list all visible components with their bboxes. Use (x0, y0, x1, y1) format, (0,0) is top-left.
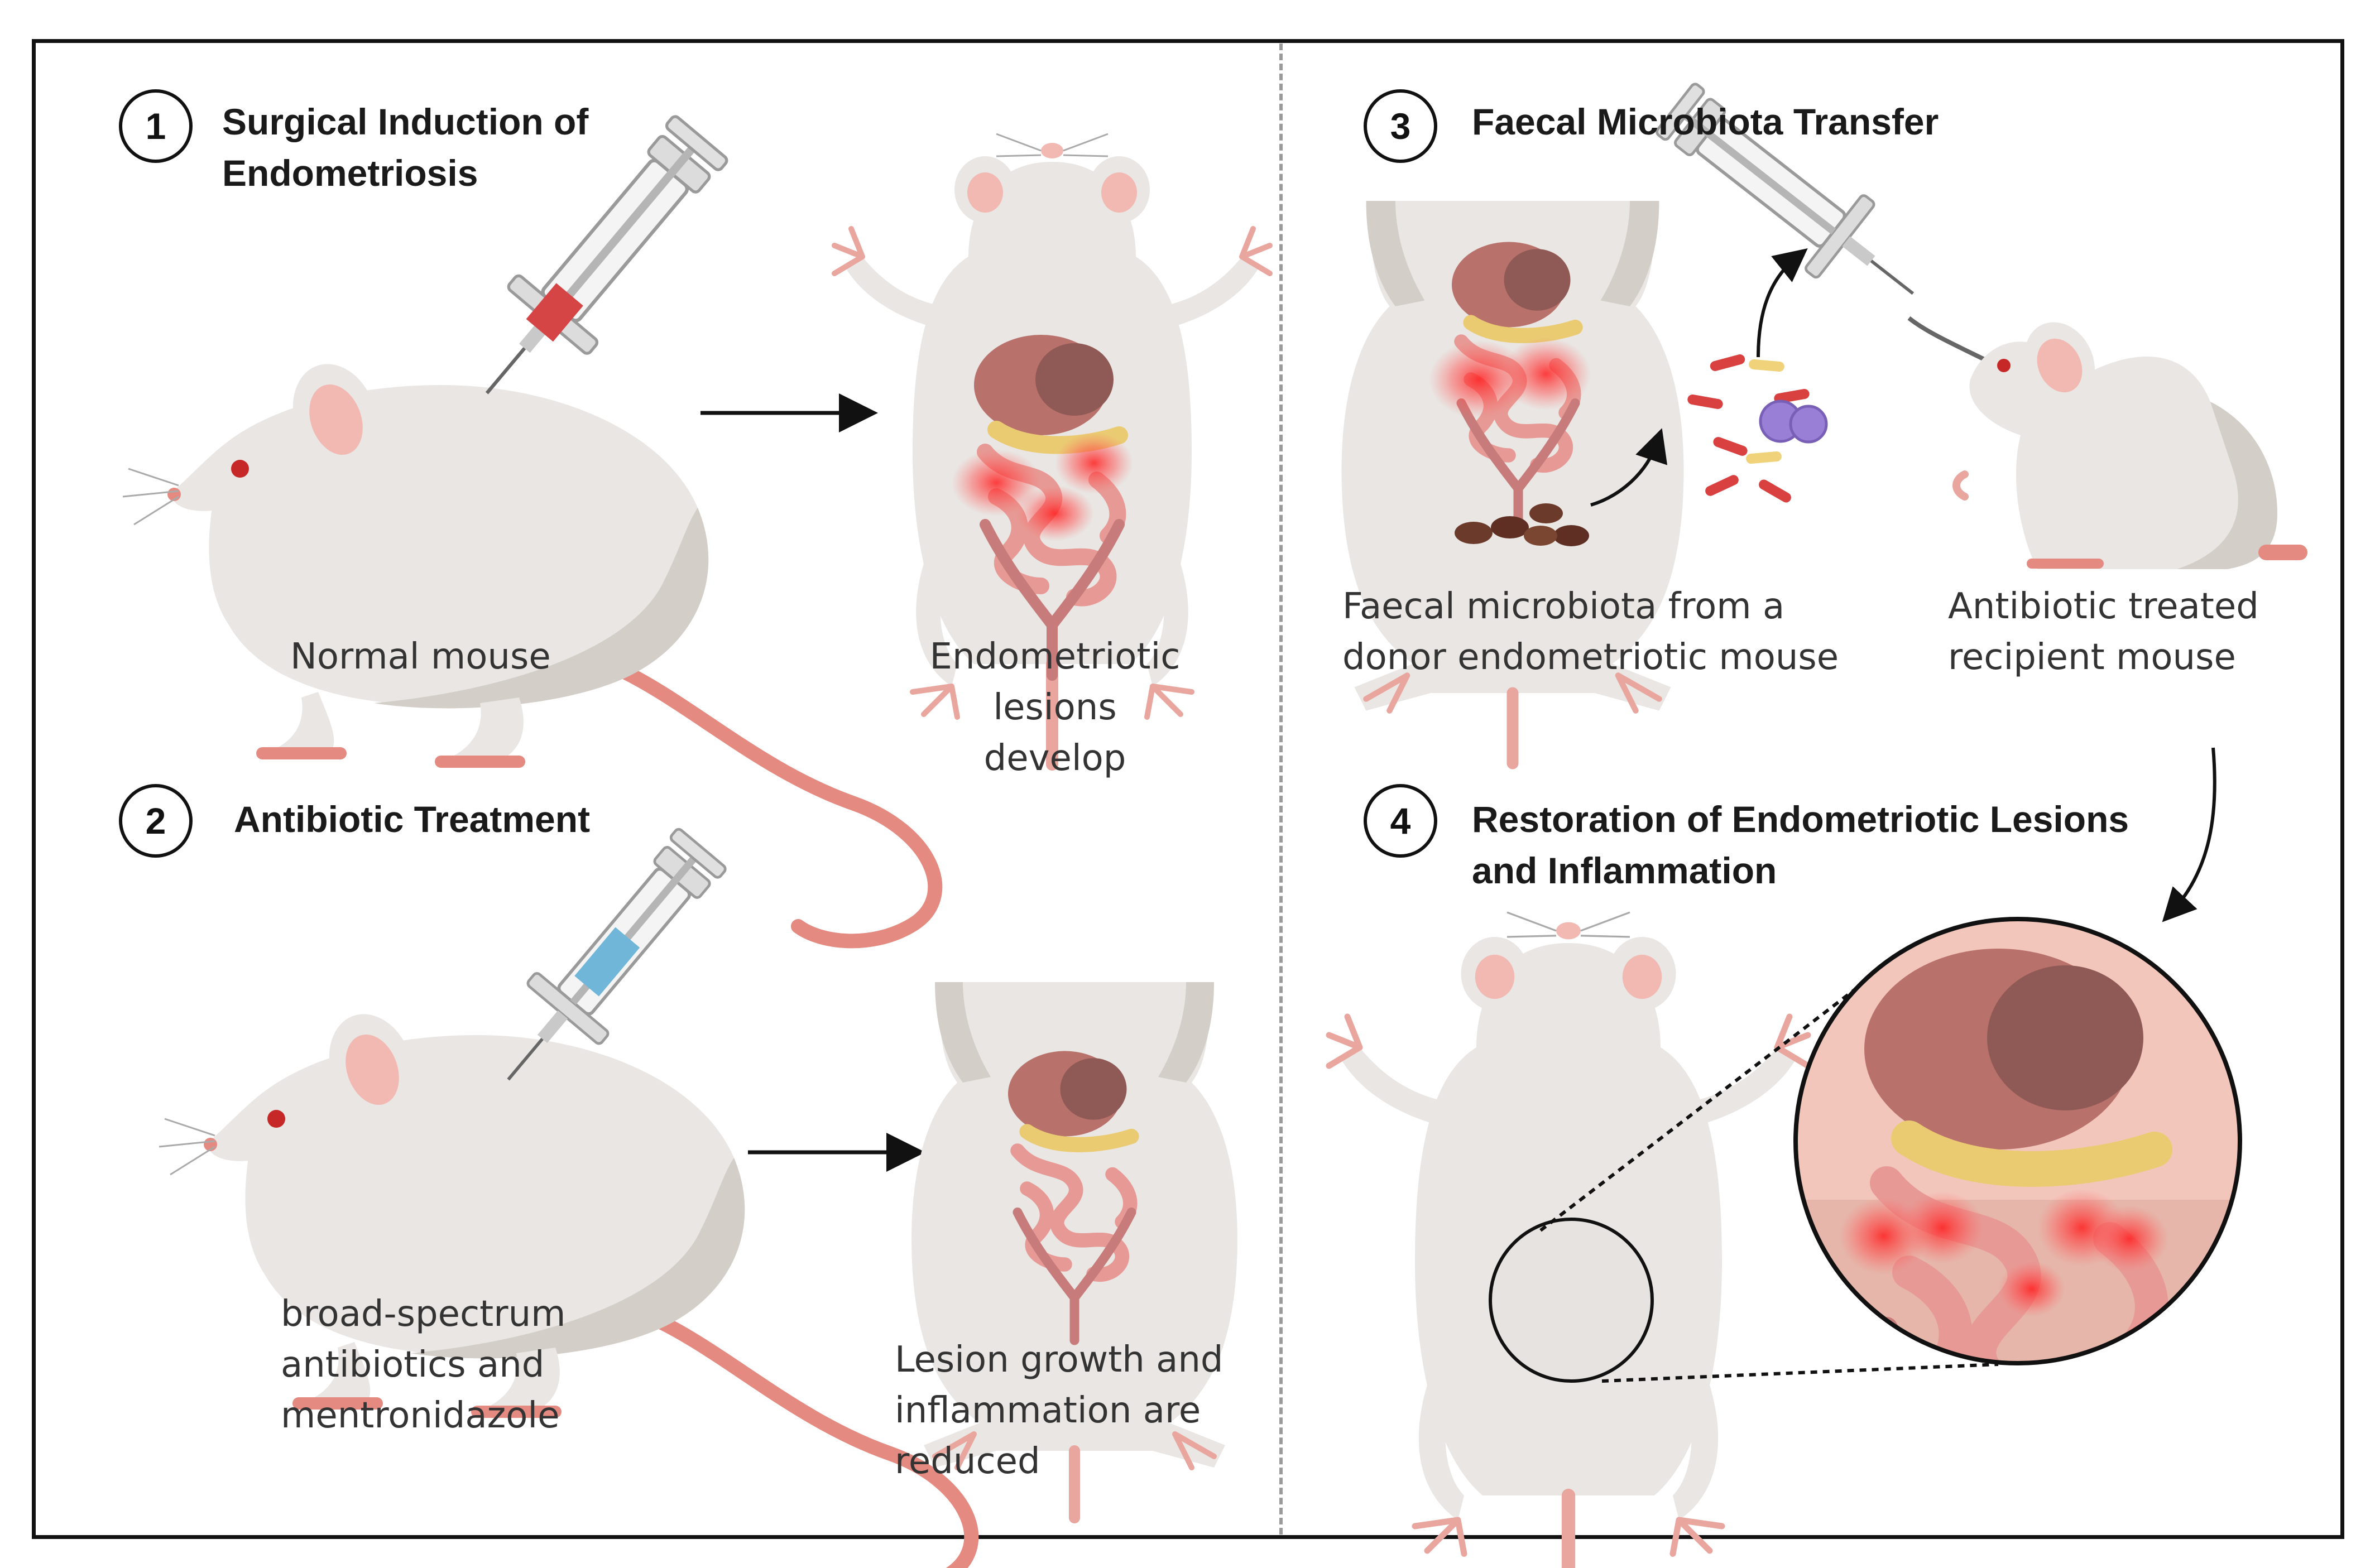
caption-line: develop (983, 738, 1126, 779)
caption-line: reduced (895, 1441, 1040, 1482)
step-2-title: Antibiotic Treatment (234, 793, 590, 845)
caption-line: Normal mouse (290, 636, 551, 677)
step-3-title-line: Faecal Microbiota Transfer (1472, 101, 1939, 142)
caption-donor: Faecal microbiota from a donor endometri… (1342, 581, 1839, 683)
caption-line: lesions (993, 687, 1117, 728)
caption-line: recipient mouse (1948, 637, 2236, 678)
caption-line: mentronidazole (281, 1395, 560, 1436)
step-4-title-line: Restoration of Endometriotic Lesions (1472, 799, 2129, 840)
inflammation-icon (952, 449, 1041, 516)
caption-normal-mouse: Normal mouse (290, 632, 551, 682)
step-1-title-line: Surgical Induction of (222, 101, 589, 142)
bacteria-icon (1686, 353, 1828, 504)
zoomed-lesions-inset (1796, 919, 2240, 1363)
recipient-mouse-illustration (1952, 322, 2307, 569)
zoom-guide-line-bottom (1601, 1363, 1999, 1383)
caption-reduced: Lesion growth and inflammation are reduc… (895, 1335, 1224, 1487)
step-4-number: 4 (1364, 784, 1437, 858)
caption-antibiotics: broad-spectrum antibiotics and mentronid… (281, 1289, 565, 1441)
step-1-title-line: Endometriosis (222, 152, 478, 194)
zoom-guide-line-top (1539, 972, 1877, 1232)
step-3-number: 3 (1364, 89, 1437, 163)
faecal-pellets-icon (1455, 503, 1589, 546)
step-2-title-line: Antibiotic Treatment (234, 799, 591, 840)
figure-border (32, 39, 2344, 1539)
step-4-title: Restoration of Endometriotic Lesions and… (1472, 793, 2129, 896)
step-2-number: 2 (119, 784, 193, 858)
caption-line: Antibiotic treated (1948, 586, 2259, 627)
treated-mouse-illustration (159, 1002, 971, 1568)
caption-line: Faecal microbiota from a (1342, 586, 1785, 627)
caption-line: Lesion growth and (895, 1339, 1224, 1381)
caption-lesions-develop: Endometriotic lesions develop (899, 632, 1211, 784)
caption-line: broad-spectrum (281, 1293, 566, 1335)
caption-line: donor endometriotic mouse (1342, 637, 1839, 678)
step-1-title: Surgical Induction of Endometriosis (222, 96, 588, 199)
step-4-title-line: and Inflammation (1472, 850, 1777, 891)
step-1-number: 1 (119, 89, 193, 163)
caption-line: Endometriotic (929, 636, 1181, 677)
caption-line: inflammation are (895, 1390, 1201, 1431)
caption-recipient: Antibiotic treated recipient mouse (1948, 581, 2259, 683)
zoom-region-circle (1489, 1218, 1654, 1383)
panel-divider (1279, 44, 1283, 1535)
step-3-title: Faecal Microbiota Transfer (1472, 96, 1939, 147)
caption-line: antibiotics and (281, 1344, 545, 1386)
